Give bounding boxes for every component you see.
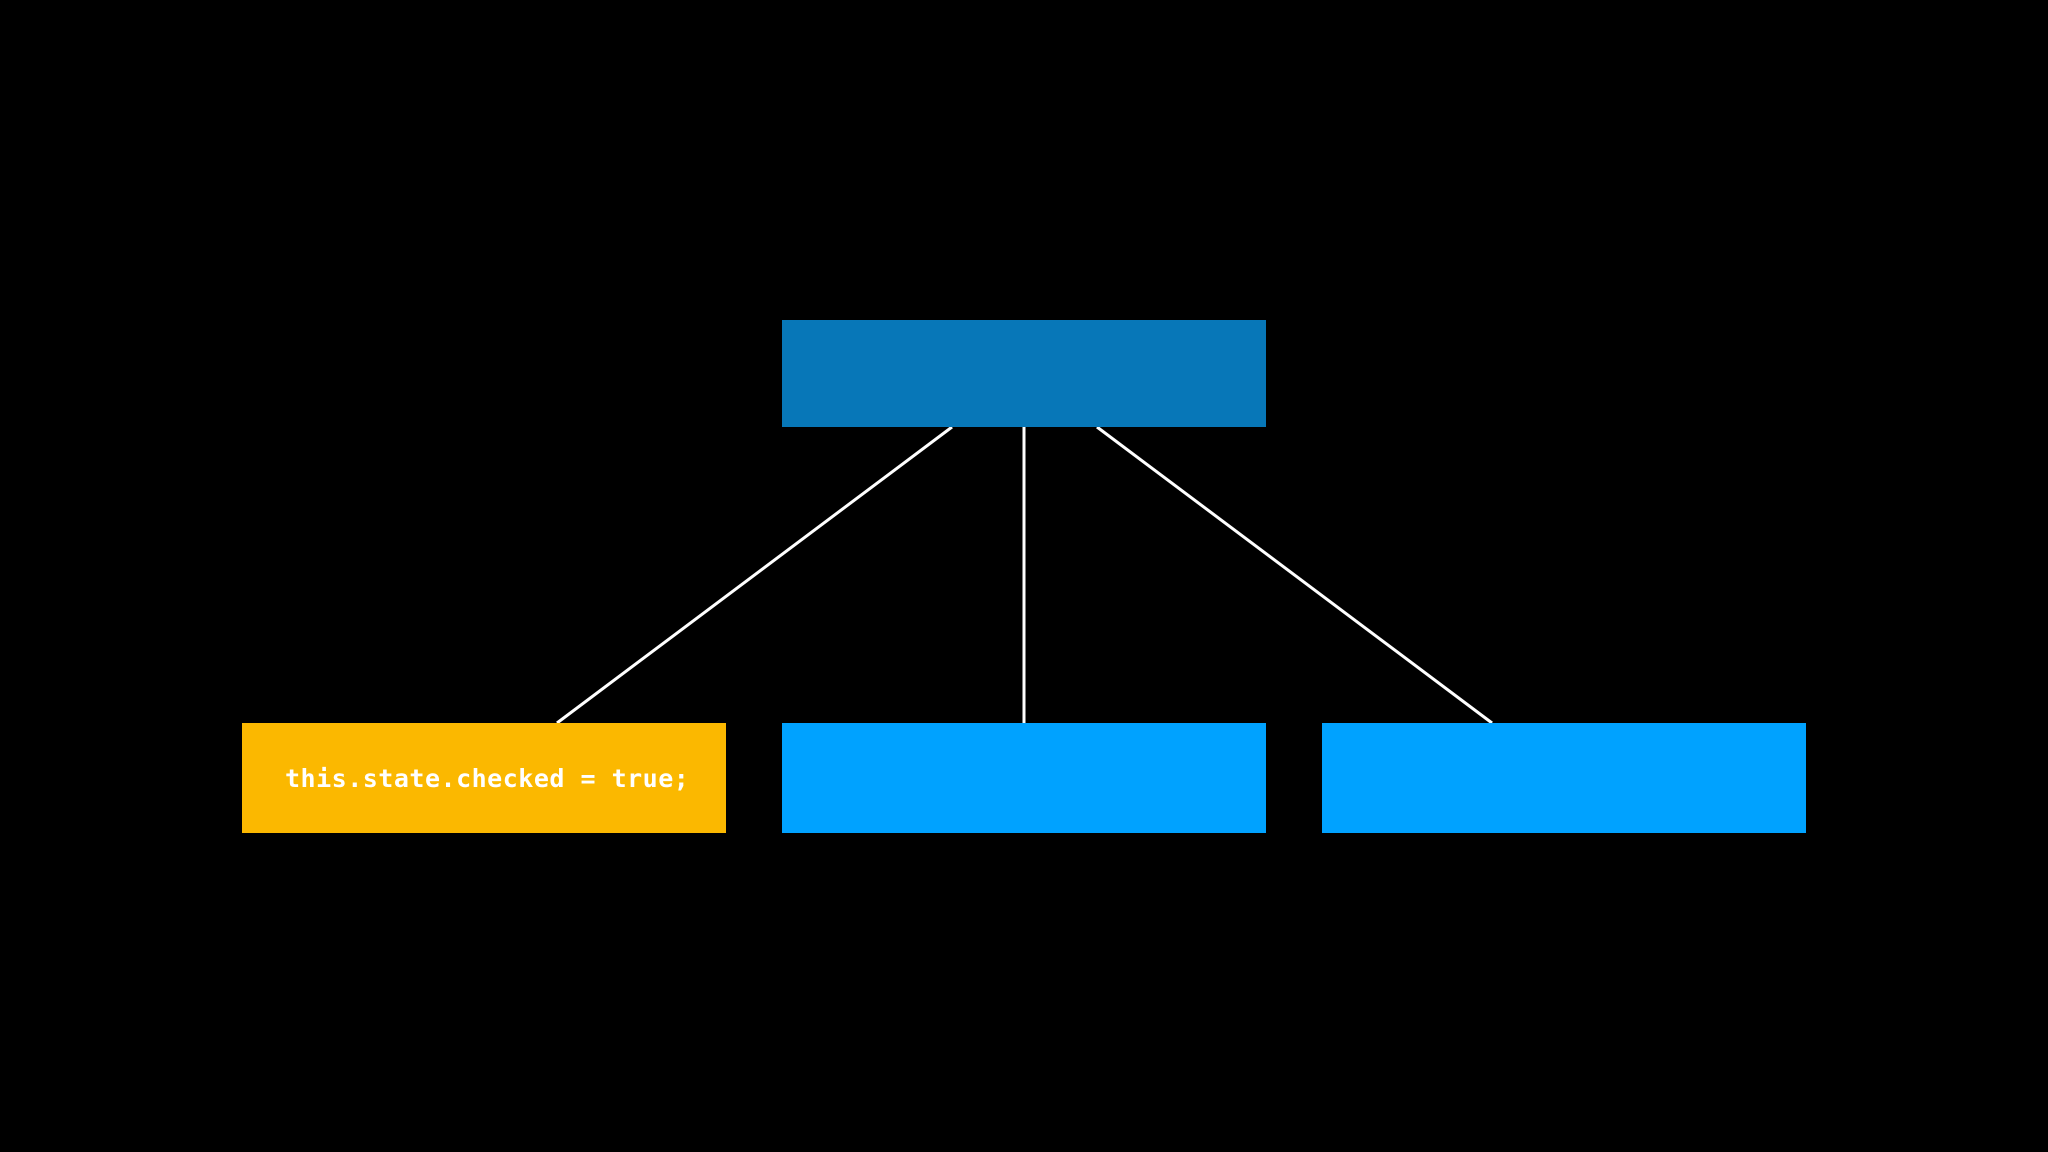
edge-root-to-child-1 [556, 425, 953, 725]
edge-root-to-child-3 [1096, 425, 1493, 725]
node-child-1[interactable]: this.state.checked = true; [242, 723, 726, 833]
node-child-1-label: this.state.checked = true; [285, 763, 690, 793]
node-root[interactable] [782, 320, 1266, 427]
node-child-3[interactable] [1322, 723, 1806, 833]
node-child-2[interactable] [782, 723, 1266, 833]
